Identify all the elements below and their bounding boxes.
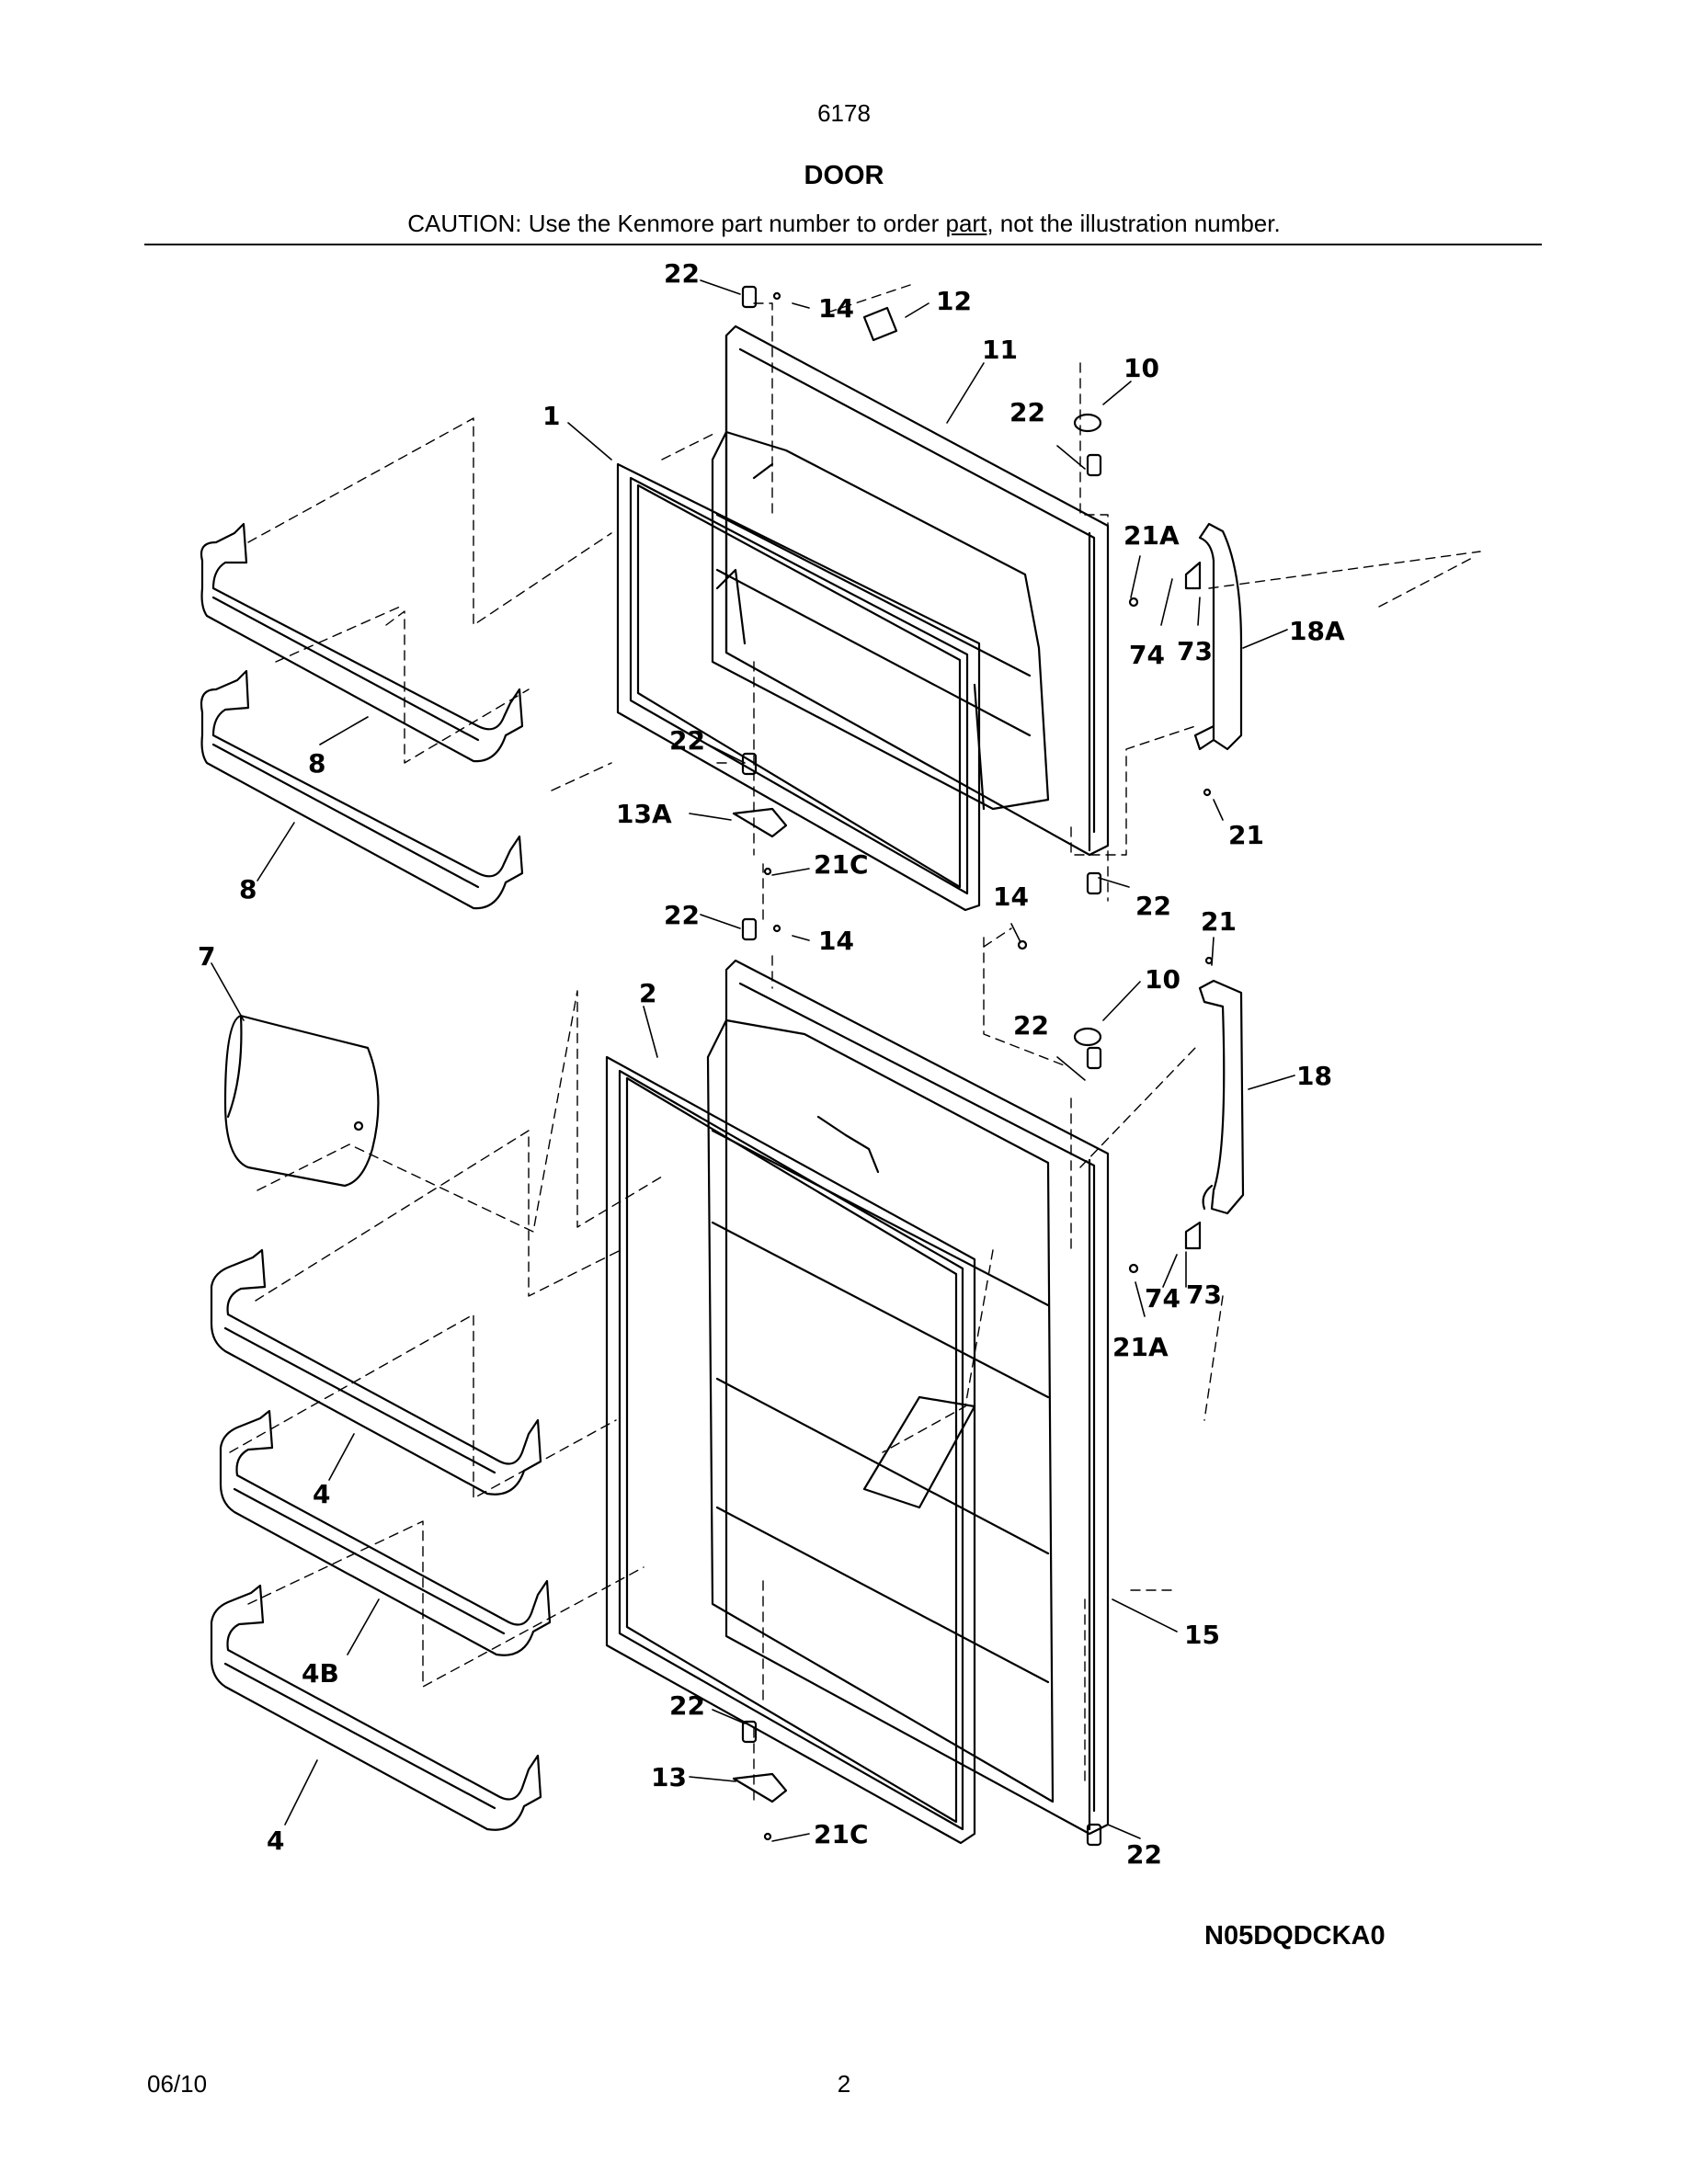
footer-page-number: 2: [837, 2070, 851, 2098]
callout-label: 14: [818, 293, 854, 324]
callout-label: 8: [308, 748, 325, 779]
fresh-food-door: [706, 959, 1110, 1836]
callout-label: 18: [1296, 1061, 1332, 1091]
callout-label: 21A: [1123, 520, 1180, 551]
callout-label: 21A: [1112, 1332, 1169, 1362]
callout-label: 22: [669, 1690, 705, 1721]
model-number: 6178: [817, 99, 871, 127]
callout-label: 4: [267, 1826, 284, 1856]
caution-text-end: , not the illustration number.: [987, 210, 1281, 237]
callout-label: 18A: [1289, 616, 1345, 646]
fresh-food-door-shelves: [210, 1248, 552, 1831]
callout-label: 2: [639, 978, 656, 1008]
callout-label: 10: [1145, 964, 1180, 995]
callout-label: 22: [664, 258, 700, 289]
caution-text: CAUTION: Use the Kenmore part number to …: [0, 210, 1688, 238]
callout-label: 21C: [814, 1819, 869, 1849]
callout-label: 10: [1123, 353, 1159, 383]
caution-underlined-word: part: [945, 210, 987, 237]
callout-label: 73: [1177, 636, 1213, 666]
callout-label: 15: [1184, 1620, 1220, 1650]
callout-label: 1: [542, 401, 560, 431]
callout-label: 21C: [814, 849, 869, 880]
callout-leaders: [211, 279, 1295, 1842]
caution-text-start: CAUTION: Use the Kenmore part number to …: [407, 210, 946, 237]
door-handles: [1193, 522, 1245, 1215]
fresh-food-gasket: [605, 1055, 976, 1845]
callout-label: 22: [1135, 891, 1171, 921]
door-hardware: [732, 285, 1214, 1847]
callout-label: 4B: [302, 1658, 339, 1689]
callout-label: 21: [1228, 820, 1264, 850]
callout-label: 13: [651, 1762, 687, 1792]
callout-label: 21: [1201, 906, 1237, 937]
callout-label: 22: [1126, 1839, 1162, 1870]
callout-label: 74: [1145, 1283, 1180, 1314]
callout-label: 73: [1186, 1280, 1222, 1310]
callout-label: 74: [1129, 640, 1165, 670]
callout-label: 22: [669, 725, 705, 756]
freezer-door: [711, 324, 1110, 857]
dairy-door: [223, 1014, 380, 1188]
callout-label: 11: [982, 335, 1018, 365]
drawing-code: N05DQDCKA0: [1204, 1921, 1386, 1951]
callout-label: 8: [239, 874, 257, 904]
callout-label: 22: [1009, 397, 1045, 427]
header-rule: [144, 244, 1542, 245]
callout-label: 12: [936, 286, 972, 316]
freezer-gasket: [616, 462, 981, 912]
callout-label: 22: [1013, 1010, 1049, 1041]
callout-label: 22: [664, 900, 700, 930]
footer-date: 06/10: [147, 2070, 208, 2098]
page-title: DOOR: [804, 161, 884, 190]
freezer-door-shelves: [200, 522, 524, 910]
callout-label: 13A: [616, 799, 672, 829]
callout-label: 14: [818, 926, 854, 956]
callout-label: 4: [313, 1479, 330, 1509]
callout-label: 7: [198, 941, 215, 972]
callout-label: 14: [993, 882, 1029, 912]
callout-labels: 22 14 12 11 10 1 22 21A 74 73 18A 8 22 1…: [198, 258, 1345, 1870]
